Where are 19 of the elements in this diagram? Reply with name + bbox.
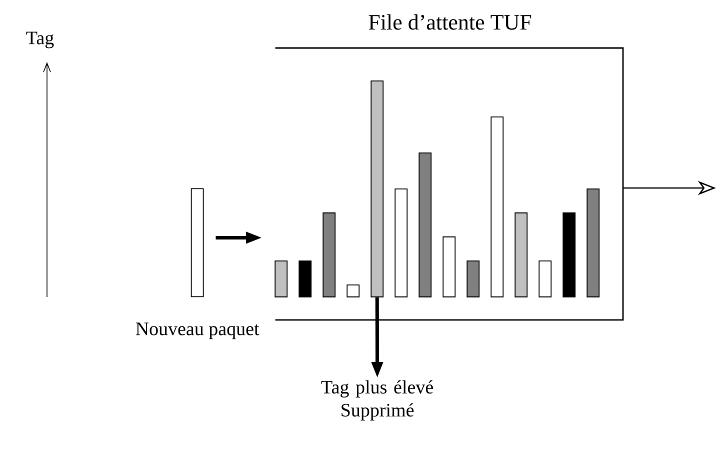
caption-text: Tag plus élevé Supprimé <box>321 380 433 420</box>
packet-bar <box>298 260 312 298</box>
packet-bar <box>370 80 384 298</box>
packet-bar <box>322 212 336 298</box>
packet-bar <box>418 152 432 298</box>
packet-bar <box>514 212 528 298</box>
packet-bar <box>466 260 480 298</box>
packet-caption: Nouveau paquet <box>136 322 260 340</box>
packet-bar <box>586 188 600 298</box>
packet-bar <box>274 260 288 298</box>
packet-bar <box>394 188 408 298</box>
queue-box: File d’attente TUF <box>275 14 624 321</box>
packet-bar <box>346 284 360 298</box>
packet-bar <box>190 188 204 298</box>
packet-bar <box>490 116 504 298</box>
axis-label: Tag <box>26 32 54 48</box>
packet-bar <box>442 236 456 298</box>
packet-bar <box>562 212 576 298</box>
packet-bar <box>538 260 552 298</box>
